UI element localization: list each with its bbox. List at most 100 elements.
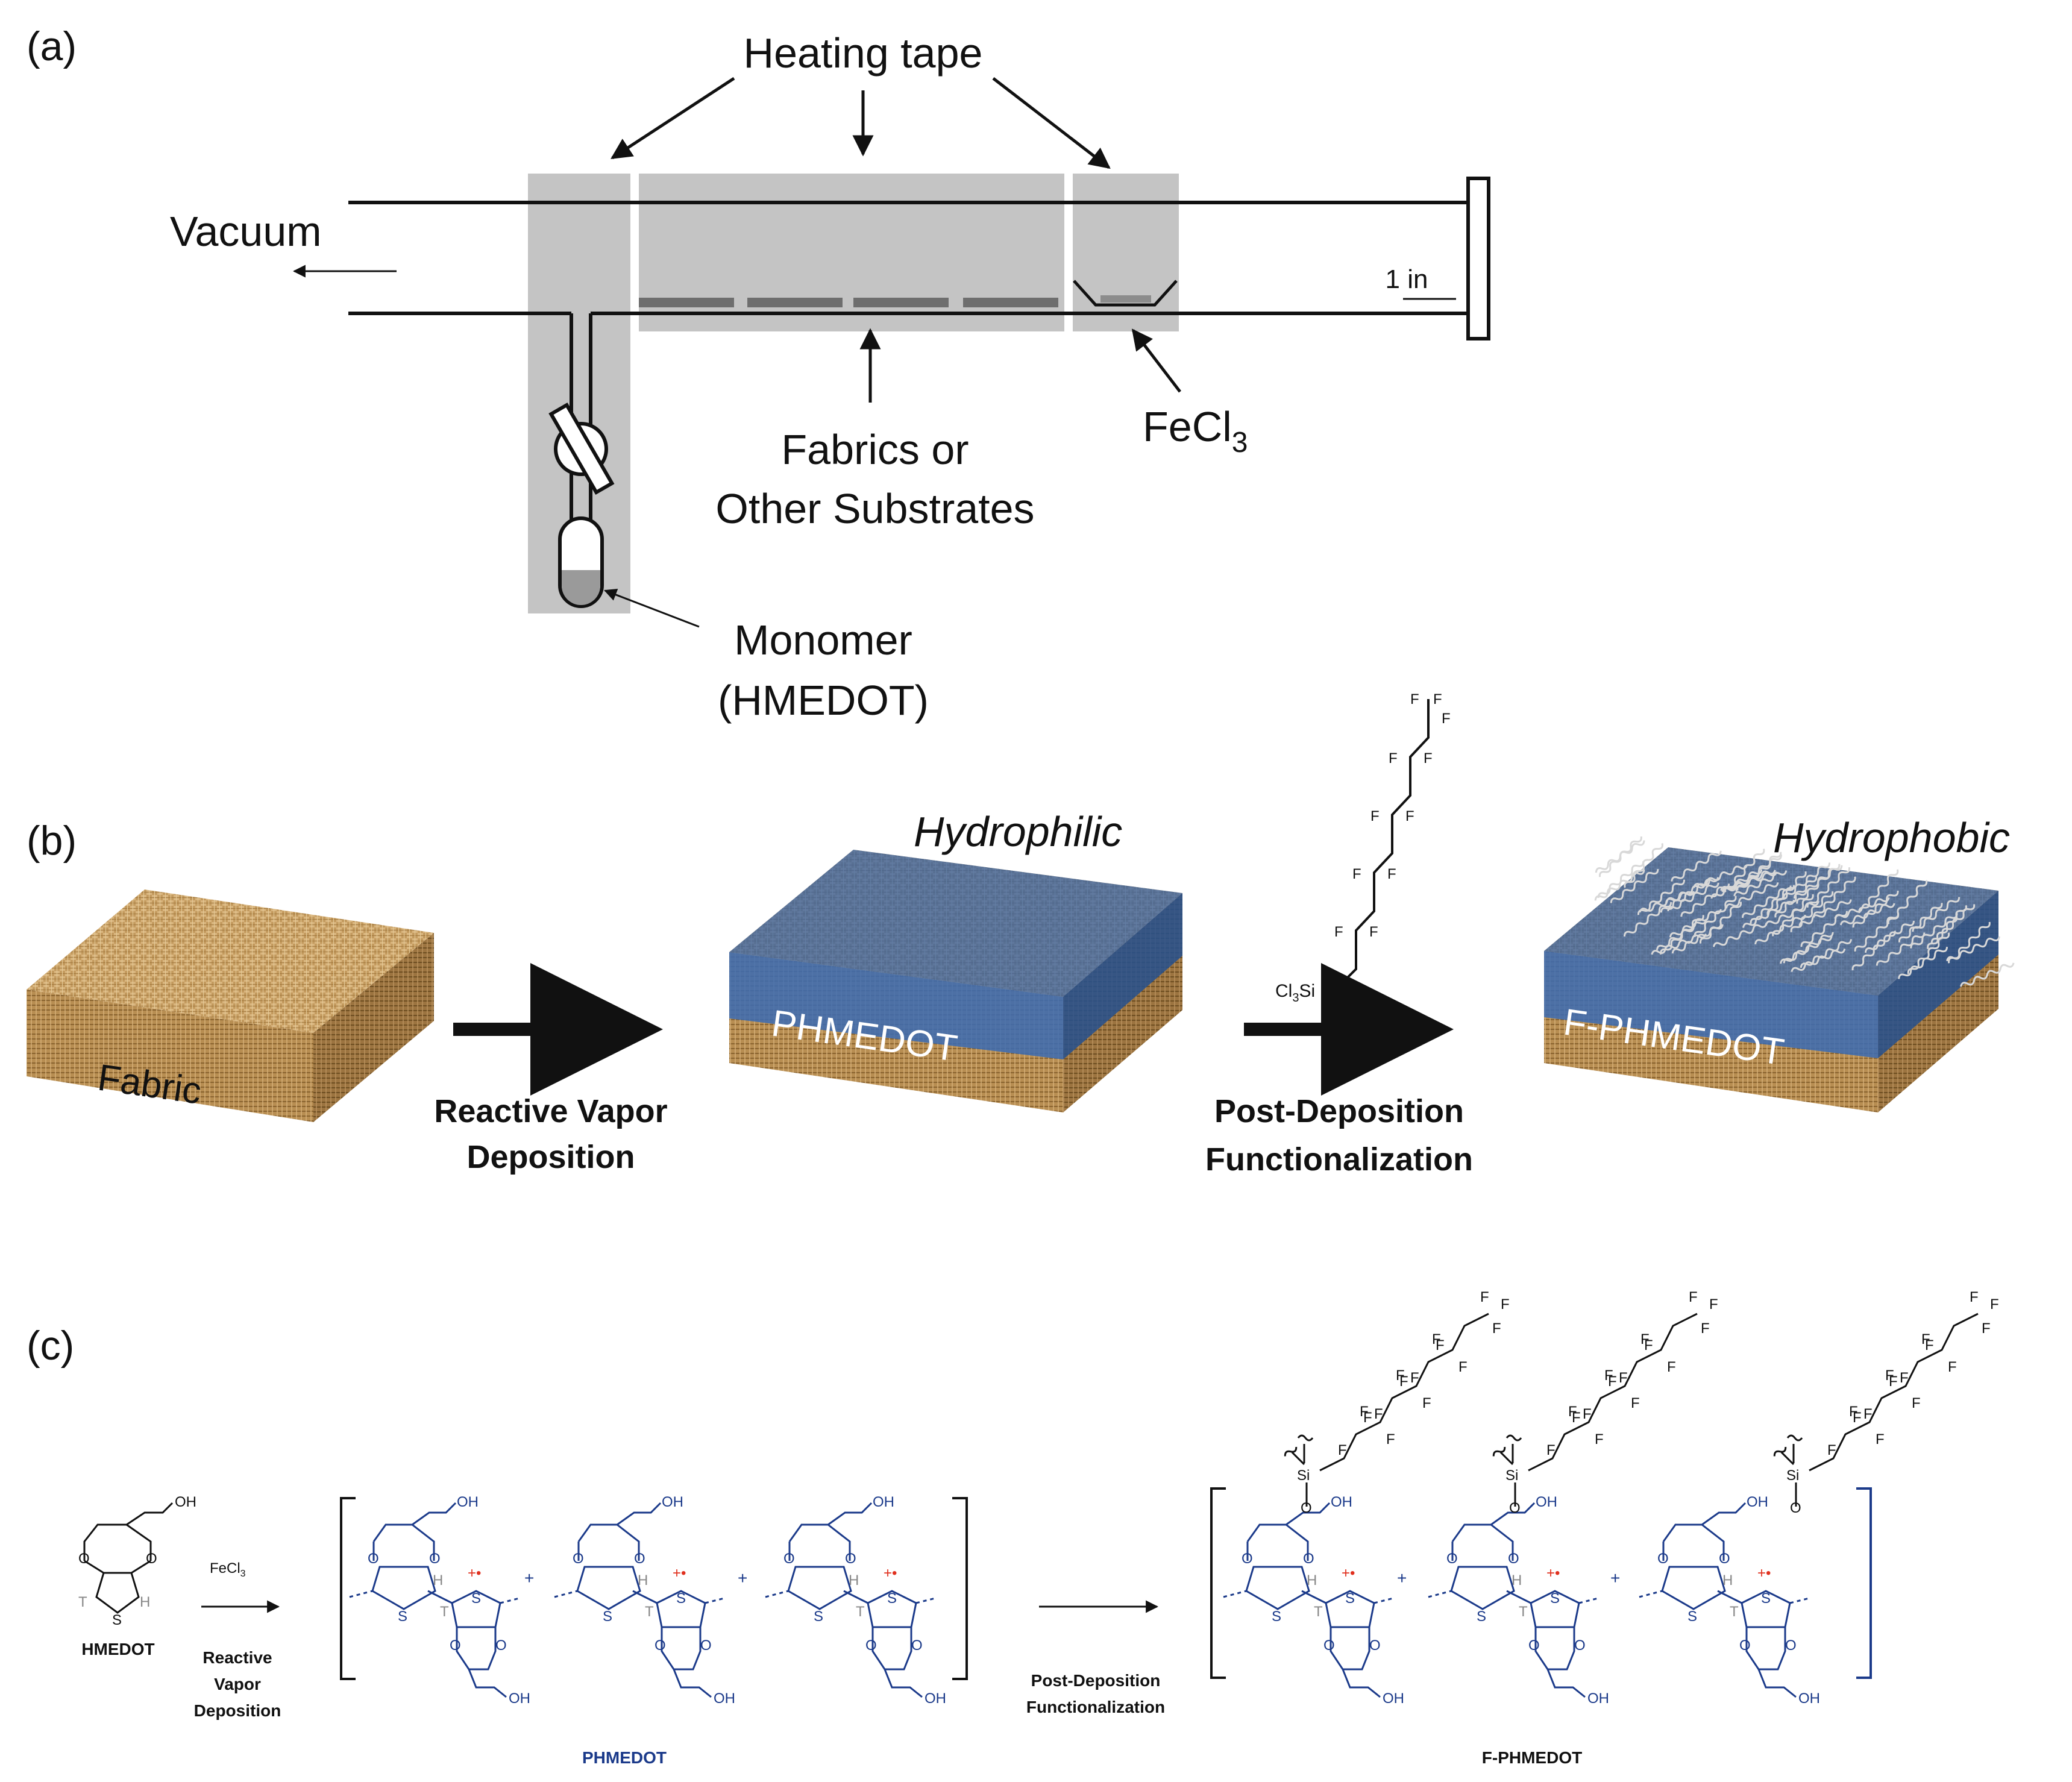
f-label: F bbox=[1568, 1404, 1577, 1420]
reagent-f-right: F bbox=[1387, 866, 1396, 882]
unit-s: S bbox=[887, 1590, 897, 1607]
unit-t: T bbox=[856, 1604, 865, 1620]
unit-o: O bbox=[368, 1551, 379, 1567]
unit-radical: +• bbox=[1757, 1565, 1771, 1581]
hmedot-s: S bbox=[112, 1612, 122, 1628]
reagent-f-left: F bbox=[1334, 924, 1343, 940]
pdf-c-line2: Functionalization bbox=[1026, 1698, 1165, 1716]
unit-oh: OH bbox=[457, 1494, 479, 1510]
arrow-tape-right bbox=[992, 77, 1111, 169]
si-label: Si bbox=[1786, 1467, 1799, 1484]
heating-tape-label: Heating tape bbox=[744, 30, 983, 77]
substrate-strips bbox=[639, 298, 1058, 307]
f-label: F bbox=[1363, 1410, 1372, 1426]
f-label: F bbox=[1827, 1442, 1836, 1458]
unit-h: H bbox=[849, 1572, 859, 1589]
oxidant-label: FeCl3 bbox=[1143, 403, 1248, 459]
f-label: F bbox=[1595, 1431, 1604, 1448]
plus-sign: + bbox=[524, 1569, 534, 1587]
unit-o: O bbox=[1303, 1551, 1314, 1567]
unit-o: O bbox=[700, 1637, 712, 1654]
unit-s: S bbox=[1477, 1608, 1486, 1625]
reagent-f-right: F bbox=[1405, 808, 1414, 824]
f-label: F bbox=[1432, 1331, 1441, 1347]
pdf-label-line1: Post-Deposition bbox=[1214, 1093, 1464, 1129]
unit-s: S bbox=[1272, 1608, 1281, 1625]
unit-o: O bbox=[1574, 1637, 1586, 1654]
f-label: F bbox=[1990, 1296, 1999, 1313]
f-label: F bbox=[1436, 1337, 1445, 1354]
unit-t: T bbox=[1519, 1604, 1528, 1620]
rvd-label-line2: Deposition bbox=[467, 1139, 635, 1175]
f-label: F bbox=[1701, 1320, 1710, 1337]
f-label: F bbox=[1982, 1320, 1991, 1337]
plus-sign: + bbox=[1610, 1569, 1620, 1587]
unit-o: O bbox=[495, 1637, 507, 1654]
f-label: F bbox=[1386, 1431, 1395, 1448]
unit-radical: +• bbox=[884, 1565, 897, 1581]
dimer bbox=[554, 1502, 725, 1698]
f-label: F bbox=[1501, 1296, 1510, 1313]
unit-o: O bbox=[1657, 1551, 1669, 1567]
pdf-c-line1: Post-Deposition bbox=[1031, 1671, 1161, 1690]
unit-oh: OH bbox=[925, 1690, 946, 1707]
f-label: F bbox=[1410, 1370, 1419, 1386]
substrates-label-line2: Other Substrates bbox=[715, 485, 1034, 532]
unit-o: O bbox=[1785, 1637, 1797, 1654]
unit-radical: +• bbox=[1342, 1565, 1355, 1581]
unit-h: H bbox=[1307, 1572, 1317, 1589]
reagent-f-right: F bbox=[1369, 924, 1378, 940]
arrow-oxidant bbox=[1131, 328, 1181, 393]
f-label: F bbox=[1921, 1331, 1930, 1347]
f-label: F bbox=[1667, 1359, 1676, 1375]
unit-h: H bbox=[433, 1572, 443, 1589]
f-label: F bbox=[1853, 1410, 1862, 1426]
reagent-f-left: F bbox=[1389, 750, 1398, 767]
f-label: F bbox=[1912, 1395, 1921, 1411]
substrates-label-line1: Fabrics or bbox=[781, 426, 969, 473]
unit-t: T bbox=[645, 1604, 654, 1620]
hmedot-o-left: O bbox=[78, 1551, 90, 1567]
f-label: F bbox=[1876, 1431, 1885, 1448]
unit-s: S bbox=[1761, 1590, 1771, 1607]
unit-o: O bbox=[783, 1551, 795, 1567]
unit-o: O bbox=[655, 1637, 666, 1654]
unit-o: O bbox=[1242, 1551, 1253, 1567]
f-label: F bbox=[1422, 1395, 1431, 1411]
reagent-f-top-side: F bbox=[1442, 711, 1451, 727]
f-label: F bbox=[1948, 1359, 1957, 1375]
unit-oh: OH bbox=[1798, 1690, 1820, 1707]
unit-o: O bbox=[1719, 1551, 1730, 1567]
fluoro-chain-squiggles bbox=[1594, 836, 2015, 987]
heating-tape-block-right bbox=[1073, 174, 1179, 331]
unit-t: T bbox=[440, 1604, 449, 1620]
fphmedot-name: F-PHMEDOT bbox=[1482, 1748, 1582, 1767]
unit-oh: OH bbox=[1383, 1690, 1404, 1707]
arrow-tape-left bbox=[611, 77, 735, 160]
f-label: F bbox=[1889, 1373, 1898, 1390]
unit-oh: OH bbox=[509, 1690, 530, 1707]
heating-tape-block-middle bbox=[639, 174, 1064, 331]
reagent-f-left: F bbox=[1352, 866, 1361, 882]
f-label: F bbox=[1572, 1410, 1581, 1426]
unit-o: O bbox=[1323, 1637, 1335, 1654]
fluoro-chain bbox=[1492, 1313, 1698, 1507]
unit-s: S bbox=[1550, 1590, 1560, 1607]
unit-oh: OH bbox=[1747, 1494, 1768, 1510]
unit-o: O bbox=[1508, 1551, 1519, 1567]
unit-o: O bbox=[573, 1551, 584, 1567]
end-cap bbox=[1466, 177, 1490, 340]
unit-o: O bbox=[865, 1637, 877, 1654]
unit-oh: OH bbox=[1587, 1690, 1609, 1707]
plus-sign: + bbox=[1397, 1569, 1407, 1587]
monomer-liquid bbox=[562, 570, 600, 605]
si-o-label: O bbox=[1790, 1500, 1801, 1516]
unit-t: T bbox=[1314, 1604, 1323, 1620]
unit-s: S bbox=[398, 1608, 407, 1625]
unit-radical: +• bbox=[673, 1565, 686, 1581]
unit-o: O bbox=[429, 1551, 441, 1567]
